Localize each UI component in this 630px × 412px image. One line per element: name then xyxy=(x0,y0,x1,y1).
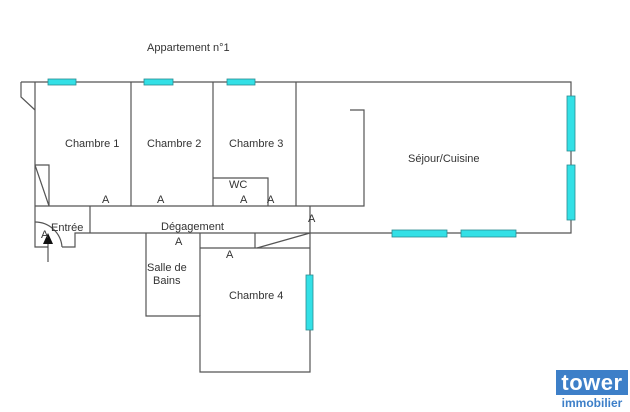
door-markers: A A A A A A A A xyxy=(41,194,316,261)
window xyxy=(566,95,576,152)
door-marker: A xyxy=(41,229,49,241)
label-sejour-cuisine: Séjour/Cuisine xyxy=(408,153,480,165)
entrance-arrow-icon xyxy=(43,233,53,262)
door-swing xyxy=(34,221,63,248)
label-salle-de-bains: Salle de xyxy=(147,262,187,274)
door-marker: A xyxy=(102,194,110,206)
label-wc: WC xyxy=(229,179,247,191)
door-marker: A xyxy=(240,194,248,206)
label-chambre-2: Chambre 2 xyxy=(147,138,201,150)
windows xyxy=(47,78,576,331)
door-marker: A xyxy=(267,194,275,206)
door-marker: A xyxy=(157,194,165,206)
plan-title: Appartement n°1 xyxy=(147,42,230,54)
label-chambre-1: Chambre 1 xyxy=(65,138,119,150)
logo-subtitle: immobilier xyxy=(561,396,623,410)
label-chambre-3: Chambre 3 xyxy=(229,138,283,150)
window xyxy=(305,274,314,331)
logo: tower xyxy=(556,370,628,395)
door-marker: A xyxy=(226,249,234,261)
window xyxy=(143,78,174,86)
label-chambre-4: Chambre 4 xyxy=(229,290,283,302)
window xyxy=(460,229,517,238)
label-salle-de-bains-2: Bains xyxy=(153,275,181,287)
window xyxy=(391,229,448,238)
window xyxy=(47,78,77,86)
label-entree: Entrée xyxy=(51,222,83,234)
window xyxy=(566,164,576,221)
window xyxy=(226,78,256,86)
door-marker: A xyxy=(308,213,316,225)
label-degagement: Dégagement xyxy=(161,221,224,233)
walls xyxy=(20,81,572,373)
door-marker: A xyxy=(175,236,183,248)
